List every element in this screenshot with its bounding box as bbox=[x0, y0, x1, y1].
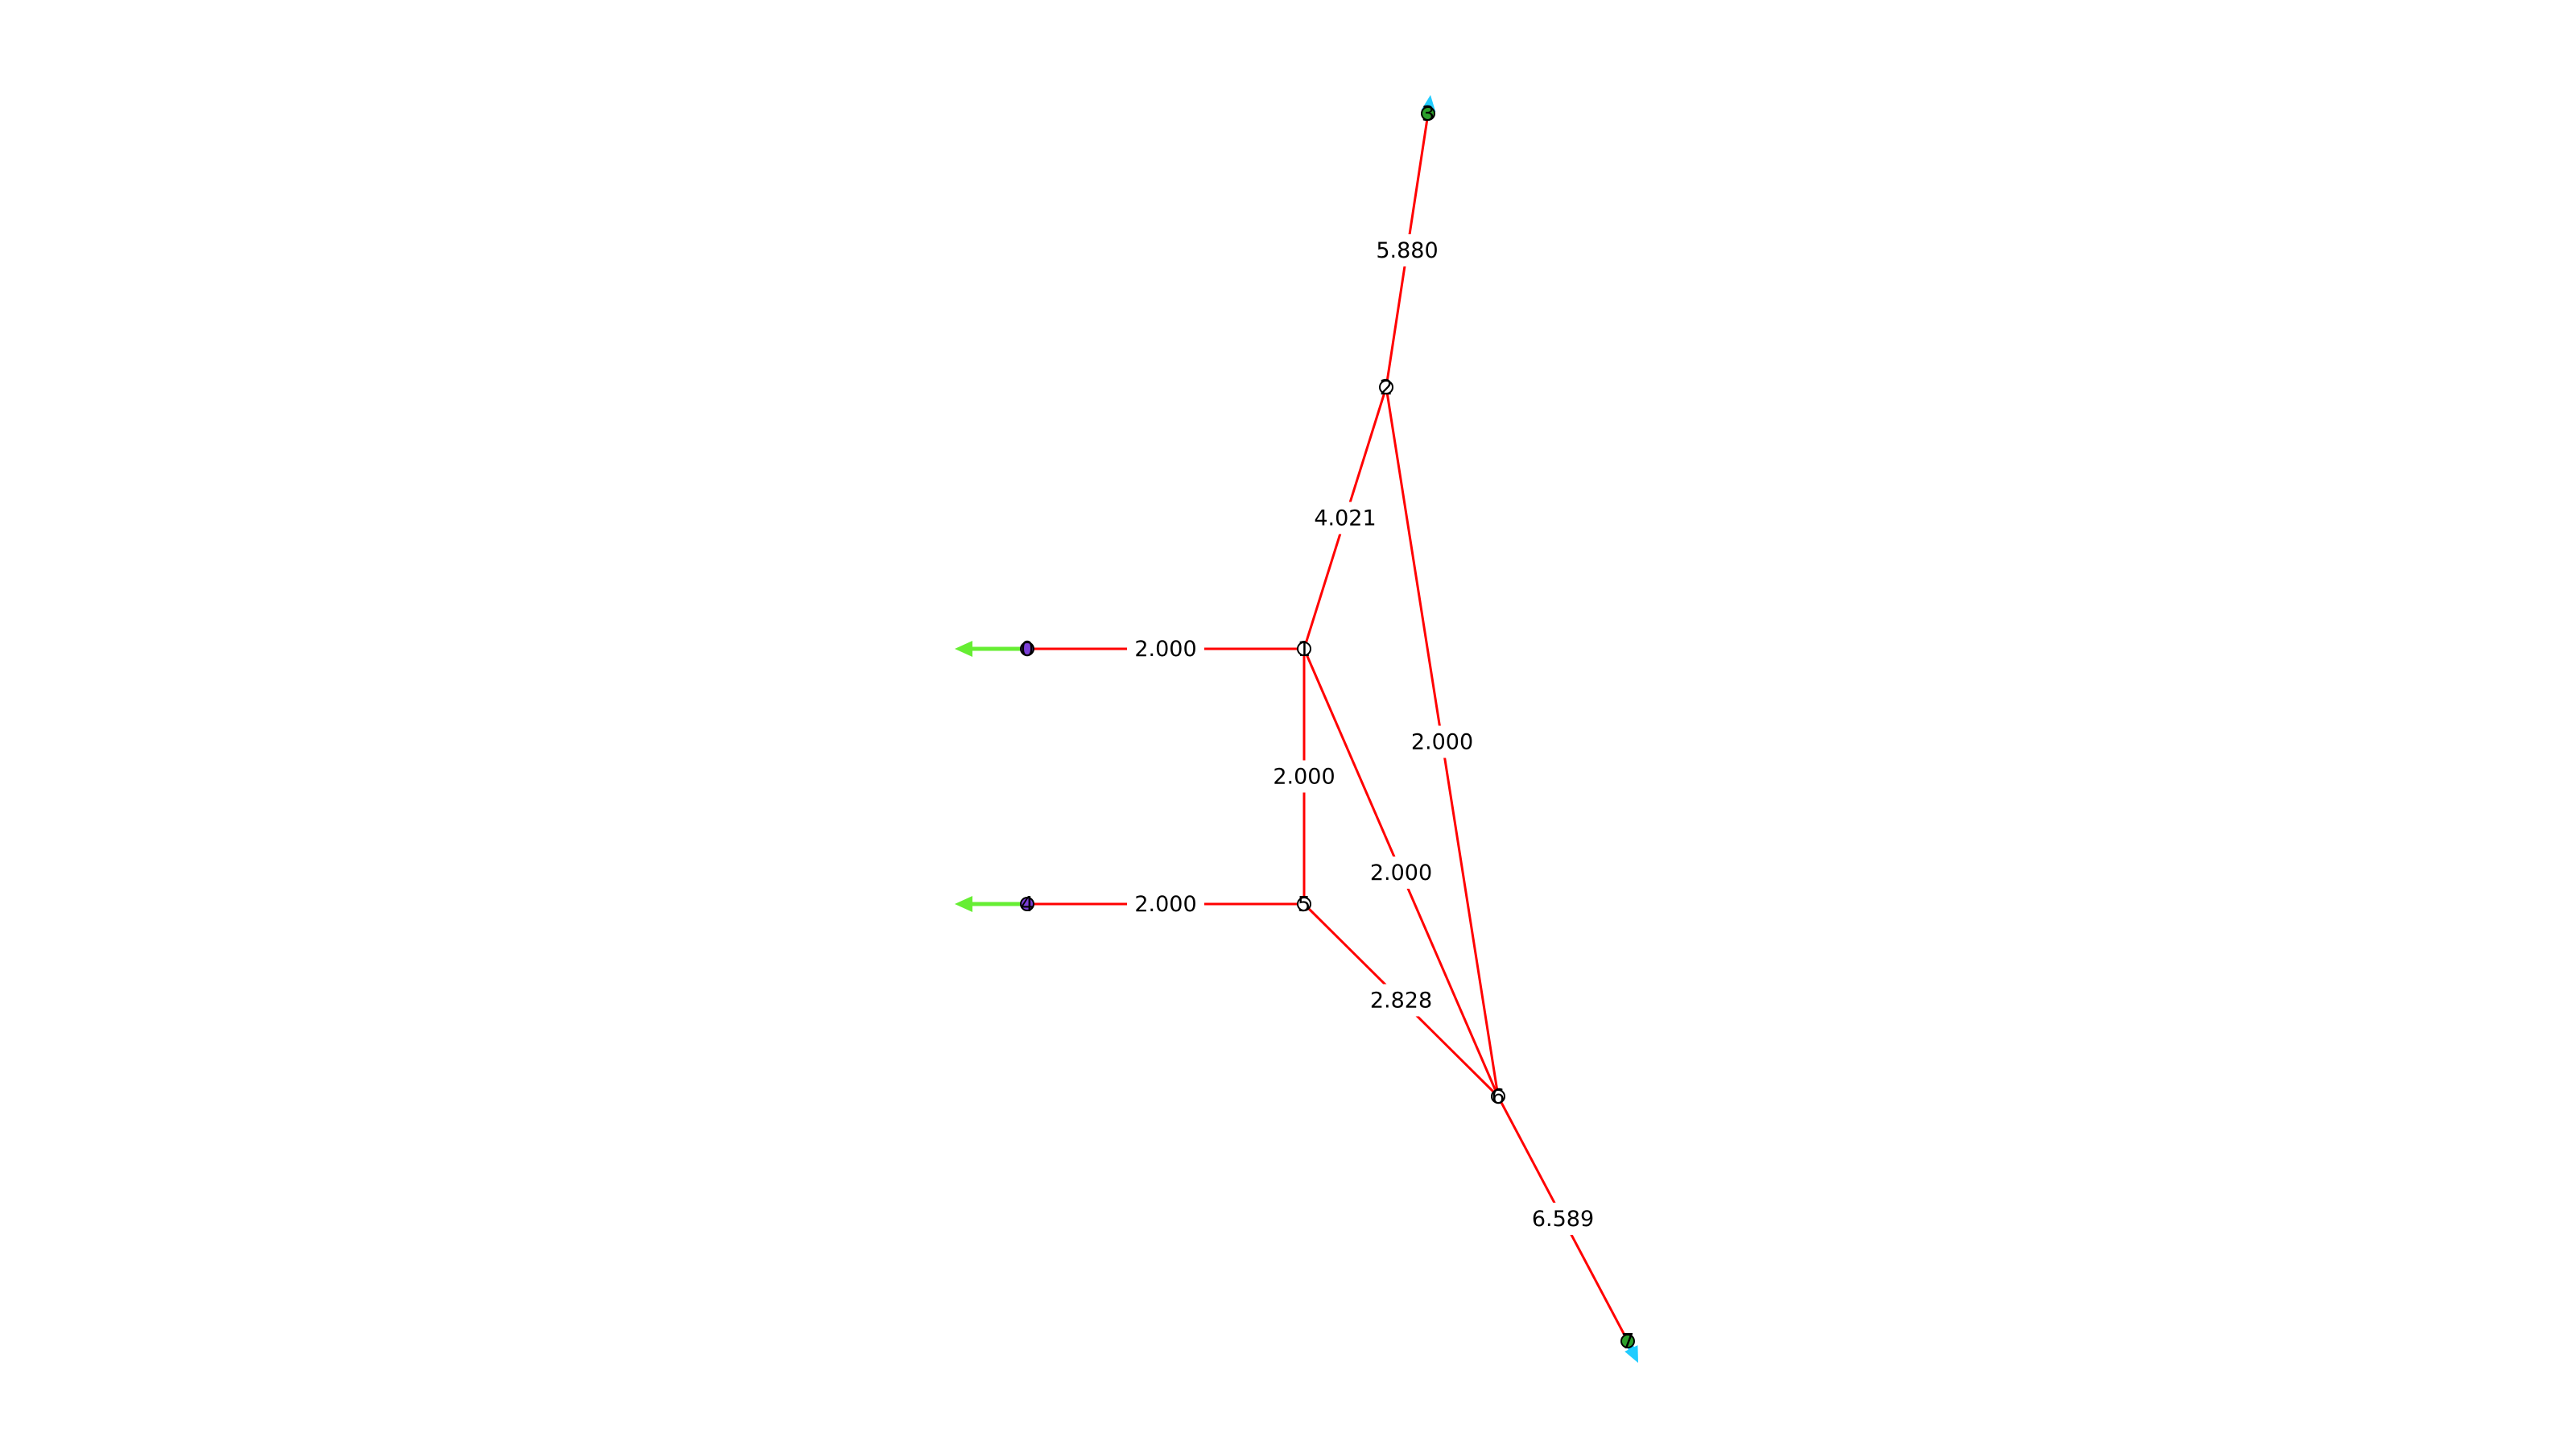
edge-label-1-2: 4.021 bbox=[1307, 502, 1384, 535]
node-label-0: 0 bbox=[1021, 638, 1034, 662]
node-label-5: 5 bbox=[1298, 893, 1311, 917]
node-marker-1 bbox=[1297, 642, 1311, 656]
svg-text:2.000: 2.000 bbox=[1134, 637, 1196, 662]
node-4: 4 bbox=[1020, 893, 1034, 917]
svg-text:2.000: 2.000 bbox=[1134, 892, 1196, 917]
edge-label-2-3: 5.880 bbox=[1368, 234, 1446, 266]
node-7: 7 bbox=[1620, 1330, 1635, 1354]
svg-text:2.000: 2.000 bbox=[1411, 730, 1473, 755]
edge-labels-layer: 2.000 4.021 5.880 2.000 2.000 2.000 2.000 2.828… bbox=[1127, 234, 1602, 1235]
node-marker-0 bbox=[1020, 642, 1034, 656]
svg-text:5.880: 5.880 bbox=[1376, 238, 1438, 263]
edge-label-1-5: 2.000 bbox=[1265, 760, 1343, 793]
edge-label-4-5: 2.000 bbox=[1127, 888, 1204, 920]
svg-text:4.021: 4.021 bbox=[1314, 506, 1376, 531]
node-marker-4 bbox=[1020, 897, 1034, 911]
svg-text:2.000: 2.000 bbox=[1273, 765, 1335, 790]
edge-label-2-6: 2.000 bbox=[1403, 725, 1481, 758]
svg-text:6.589: 6.589 bbox=[1532, 1207, 1594, 1232]
node-0: 0 bbox=[1020, 638, 1034, 662]
edge-label-6-7: 6.589 bbox=[1524, 1203, 1602, 1235]
nodes-layer: 0 1 2 3 4 5 6 7 bbox=[1020, 102, 1635, 1354]
node-marker-5 bbox=[1297, 897, 1311, 911]
support-arrow-0 bbox=[955, 641, 1030, 657]
node-label-2: 2 bbox=[1380, 376, 1393, 400]
edge-label-5-6: 2.828 bbox=[1362, 984, 1440, 1017]
node-label-3: 3 bbox=[1422, 102, 1435, 126]
node-marker-6 bbox=[1491, 1089, 1505, 1104]
svg-text:2.828: 2.828 bbox=[1370, 989, 1432, 1013]
node-marker-2 bbox=[1379, 380, 1393, 394]
arrows-layer bbox=[955, 95, 1638, 1363]
node-1: 1 bbox=[1297, 638, 1311, 662]
node-6: 6 bbox=[1491, 1085, 1505, 1109]
node-3: 3 bbox=[1421, 102, 1435, 126]
node-marker-7 bbox=[1620, 1334, 1635, 1348]
edge-label-1-6: 2.000 bbox=[1362, 857, 1440, 889]
node-label-1: 1 bbox=[1298, 638, 1311, 662]
support-arrow-4 bbox=[955, 896, 1030, 912]
node-2: 2 bbox=[1379, 376, 1393, 400]
node-5: 5 bbox=[1297, 893, 1311, 917]
svg-text:2.000: 2.000 bbox=[1370, 861, 1432, 886]
node-marker-3 bbox=[1421, 106, 1435, 121]
edge-label-0-1: 2.000 bbox=[1127, 633, 1204, 665]
node-label-6: 6 bbox=[1492, 1085, 1505, 1109]
edges-layer bbox=[1027, 113, 1629, 1342]
node-label-4: 4 bbox=[1021, 893, 1034, 917]
node-label-7: 7 bbox=[1621, 1330, 1635, 1354]
